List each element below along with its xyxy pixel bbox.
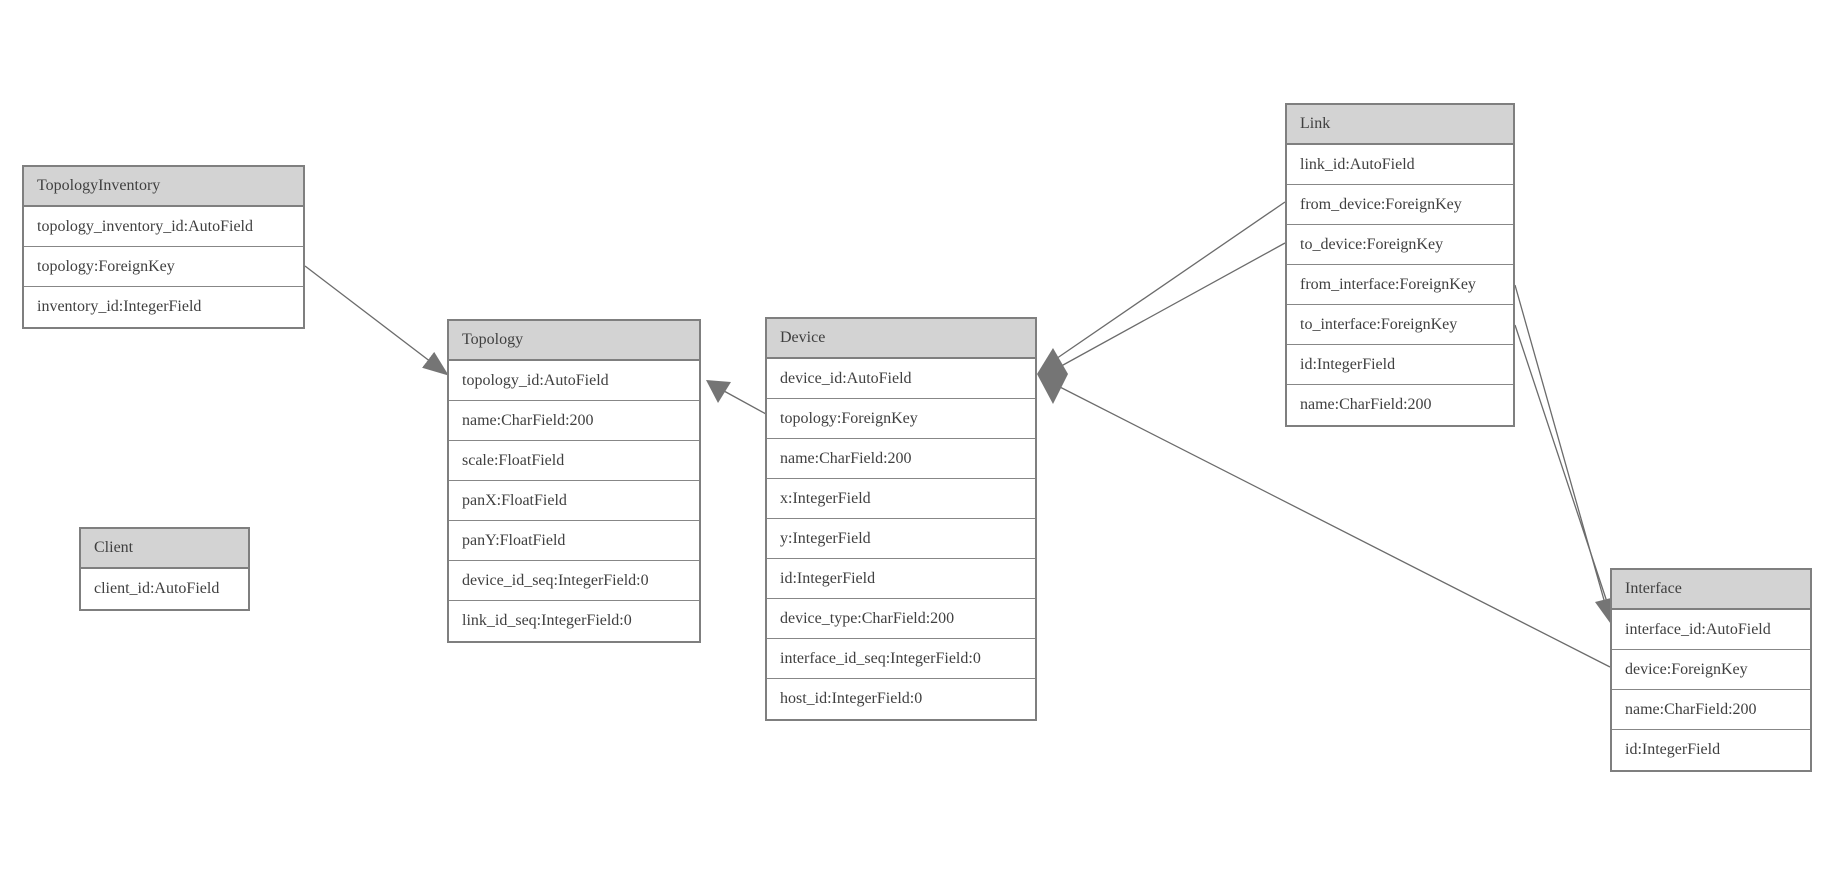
entity-field-row: to_interface:ForeignKey [1287, 305, 1513, 345]
entity-field-row: from_interface:ForeignKey [1287, 265, 1513, 305]
link-to-interface-interface-arrow-line [1514, 324, 1609, 606]
link-from-device-device-arrow-line [1049, 201, 1286, 364]
entity-field-row: from_device:ForeignKey [1287, 185, 1513, 225]
entity-title: Topology [449, 321, 699, 361]
entity-field-row: id:IntegerField [767, 559, 1035, 599]
link-to-device-device-arrow-line [1053, 242, 1286, 371]
entity-field-row: y:IntegerField [767, 519, 1035, 559]
entity-title: Client [81, 529, 248, 569]
entity-field-row: id:IntegerField [1287, 345, 1513, 385]
entity-field-row: topology_id:AutoField [449, 361, 699, 401]
entity-field-row: client_id:AutoField [81, 569, 248, 609]
entity-field-row: panX:FloatField [449, 481, 699, 521]
entity-title: Device [767, 319, 1035, 359]
entity-field-row: link_id:AutoField [1287, 145, 1513, 185]
entity-field-row: host_id:IntegerField:0 [767, 679, 1035, 719]
entity-field-row: name:CharField:200 [1612, 690, 1810, 730]
device-topology-arrow-line [723, 390, 767, 415]
entity-field-row: topology:ForeignKey [24, 247, 303, 287]
topology-inventory-topology-arrow-line [304, 265, 449, 376]
entity-field-row: x:IntegerField [767, 479, 1035, 519]
entity-field-row: device_id_seq:IntegerField:0 [449, 561, 699, 601]
interface-device-device-arrow-line [1053, 383, 1611, 668]
entity-title: Interface [1612, 570, 1810, 610]
entity-field-row: inventory_id:IntegerField [24, 287, 303, 327]
entity-field-row: device_type:CharField:200 [767, 599, 1035, 639]
entity-field-row: name:CharField:200 [449, 401, 699, 441]
entity-field-row: name:CharField:200 [1287, 385, 1513, 425]
entity-field-row: scale:FloatField [449, 441, 699, 481]
entity-field-row: device_id:AutoField [767, 359, 1035, 399]
entity-client: Client client_id:AutoField [79, 527, 250, 611]
entity-field-row: to_device:ForeignKey [1287, 225, 1513, 265]
entity-field-row: topology:ForeignKey [767, 399, 1035, 439]
entity-field-row: id:IntegerField [1612, 730, 1810, 770]
entity-field-row: panY:FloatField [449, 521, 699, 561]
device-topology-arrow-head [706, 380, 731, 403]
entity-field-row: name:CharField:200 [767, 439, 1035, 479]
entity-field-row: interface_id_seq:IntegerField:0 [767, 639, 1035, 679]
entity-field-row: interface_id:AutoField [1612, 610, 1810, 650]
entity-field-row: topology_inventory_id:AutoField [24, 207, 303, 247]
entity-topology-inventory: TopologyInventory topology_inventory_id:… [22, 165, 305, 329]
entity-field-row: link_id_seq:IntegerField:0 [449, 601, 699, 641]
entity-title: TopologyInventory [24, 167, 303, 207]
entity-field-row: device:ForeignKey [1612, 650, 1810, 690]
entity-title: Link [1287, 105, 1513, 145]
interface-device-device-arrow-head [1037, 348, 1068, 404]
entity-field-list: client_id:AutoField [81, 569, 248, 609]
